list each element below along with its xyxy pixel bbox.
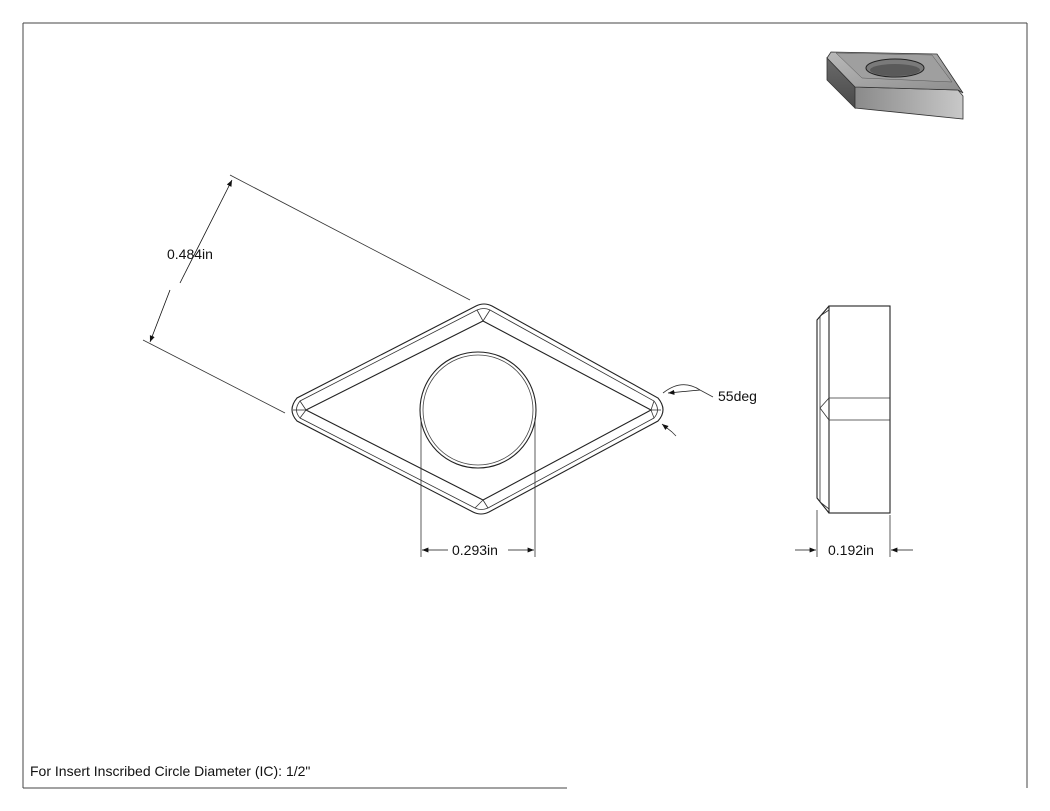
dimension-thickness: 0.192in [795, 510, 913, 558]
dimension-hole-diameter: 0.293in [420, 418, 536, 558]
insert-ic-note: For Insert Inscribed Circle Diameter (IC… [30, 763, 310, 779]
dimension-edge-length: 0.484in [142, 174, 471, 414]
top-view-insert [291, 303, 664, 515]
dimension-angle: 55deg [661, 384, 757, 437]
border-frame [22, 22, 1028, 789]
isometric-preview [826, 51, 964, 120]
angle-label: 55deg [718, 388, 757, 404]
hole-diameter-label: 0.293in [452, 542, 498, 558]
edge-length-label: 0.484in [167, 246, 213, 262]
side-view-insert [816, 305, 891, 514]
thickness-label: 0.192in [828, 542, 874, 558]
